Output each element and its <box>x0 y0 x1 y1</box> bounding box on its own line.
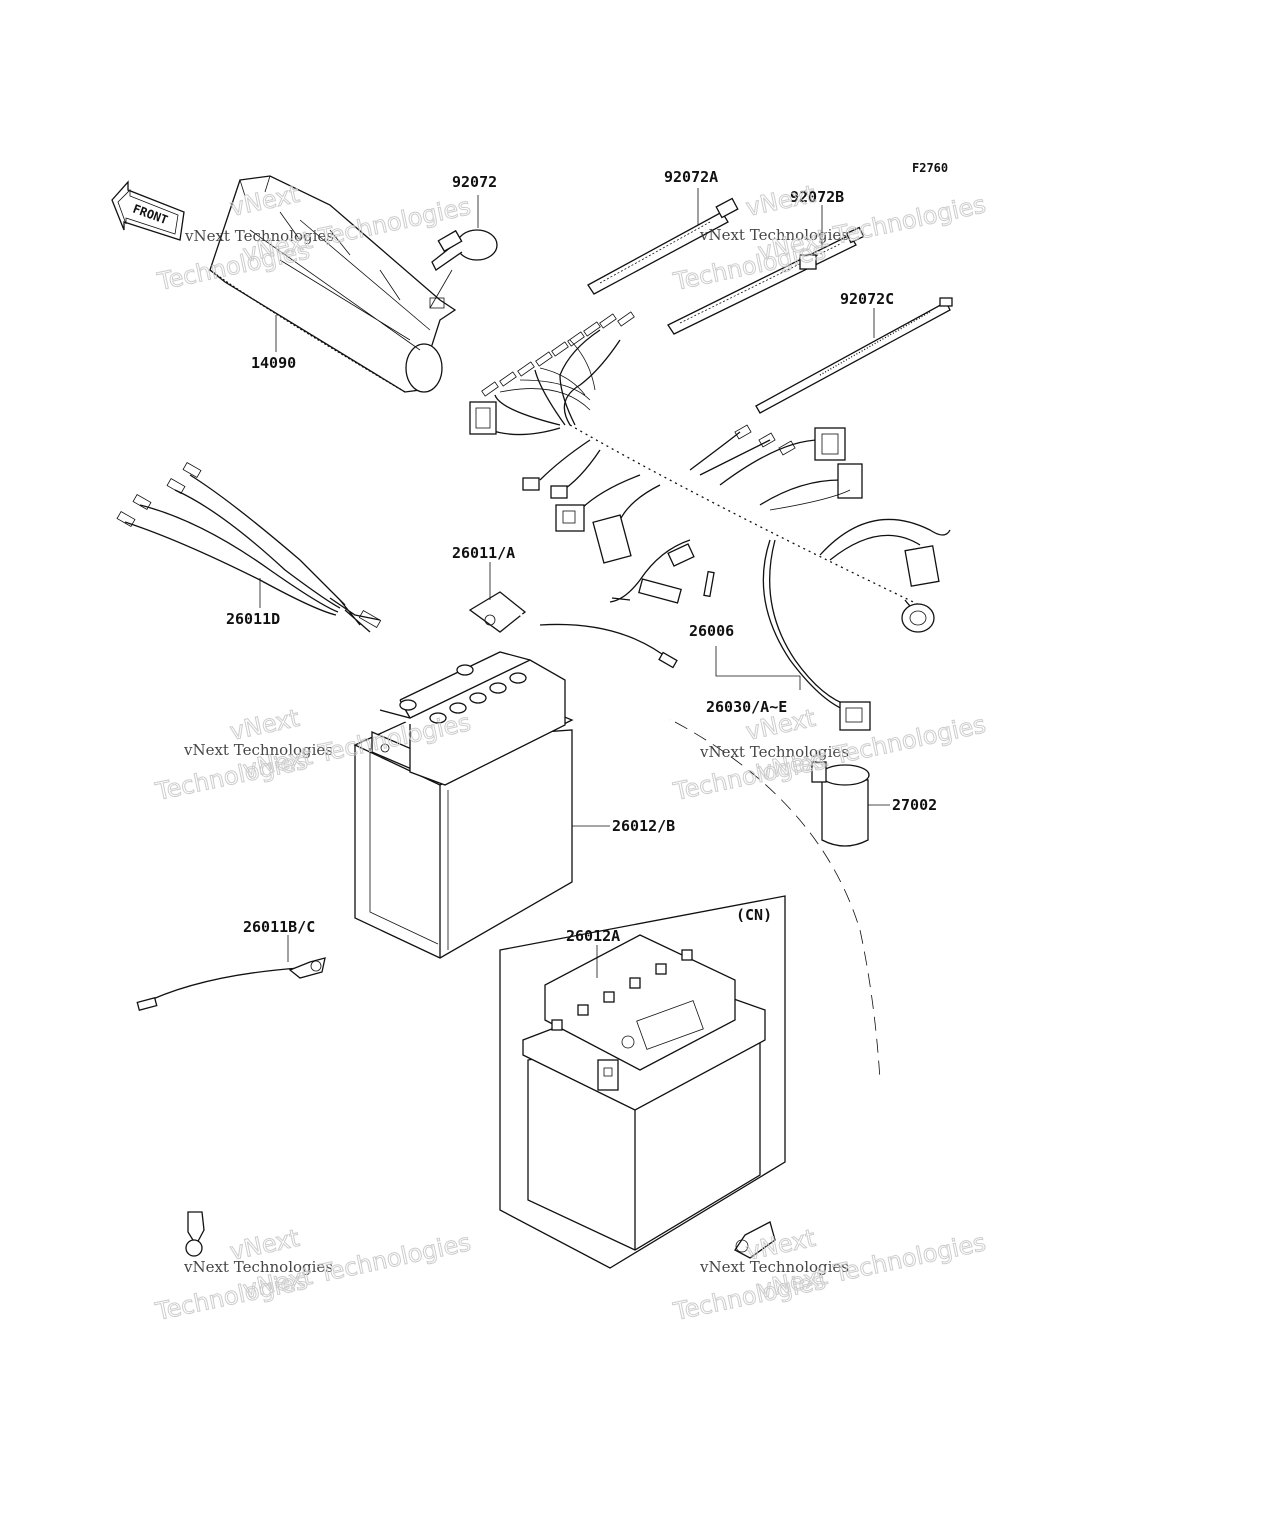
part-label-27002: 27002 <box>892 796 937 814</box>
part-label-26006: 26006 <box>689 622 734 640</box>
watermark-bottom-right: vNext vNext Technologies Technologies vN… <box>670 1223 989 1326</box>
battery-26012A <box>522 934 766 1251</box>
fuse-26006 <box>703 570 715 598</box>
part-label-92072C: 92072C <box>840 290 894 308</box>
svg-text:vNext Technologies: vNext Technologies <box>699 1258 849 1276</box>
part-label-26030: 26030/A~E <box>706 698 787 716</box>
svg-text:vNext Technologies: vNext Technologies <box>184 227 334 245</box>
variant-note: (CN) <box>736 906 772 924</box>
front-arrow-icon: FRONT <box>111 180 185 241</box>
svg-text:vNext Technologies: vNext Technologies <box>699 743 849 761</box>
battery-26012B <box>353 651 574 959</box>
tie-92072B <box>667 226 865 335</box>
main-harness-26030 <box>469 311 951 731</box>
cable-26011BC <box>136 957 326 1257</box>
watermark-bottom-left: vNext vNext Technologies Technologies vN… <box>152 1223 474 1326</box>
cover-14090 <box>209 175 457 393</box>
svg-text:vNext Technologies: vNext Technologies <box>699 226 849 244</box>
svg-text:vNext: vNext <box>227 704 301 746</box>
svg-text:vNext: vNext <box>743 180 817 222</box>
part-label-14090: 14090 <box>251 354 296 372</box>
part-label-26012A: 26012A <box>566 927 620 945</box>
clamp-92072 <box>431 229 498 271</box>
part-label-26011D: 26011D <box>226 610 280 628</box>
tie-92072C <box>755 297 953 414</box>
part-label-92072B: 92072B <box>790 188 844 206</box>
part-label-26012B: 26012/B <box>612 817 675 835</box>
part-label-26011A: 26011/A <box>452 544 515 562</box>
figure-code: F2760 <box>912 161 948 175</box>
part-label-92072: 92072 <box>452 173 497 191</box>
part-label-92072A: 92072A <box>664 168 718 186</box>
cn-variant-box: (CN) <box>499 895 786 1269</box>
tie-92072A <box>587 197 739 295</box>
part-label-26011BC: 26011B/C <box>243 918 315 936</box>
cable-26011A <box>468 591 883 1259</box>
relay-27002 <box>811 761 870 847</box>
svg-text:vNext Technologies: vNext Technologies <box>183 741 333 759</box>
sub-harness-26011D <box>116 461 382 633</box>
svg-text:vNext Technologies: vNext Technologies <box>183 1258 333 1276</box>
